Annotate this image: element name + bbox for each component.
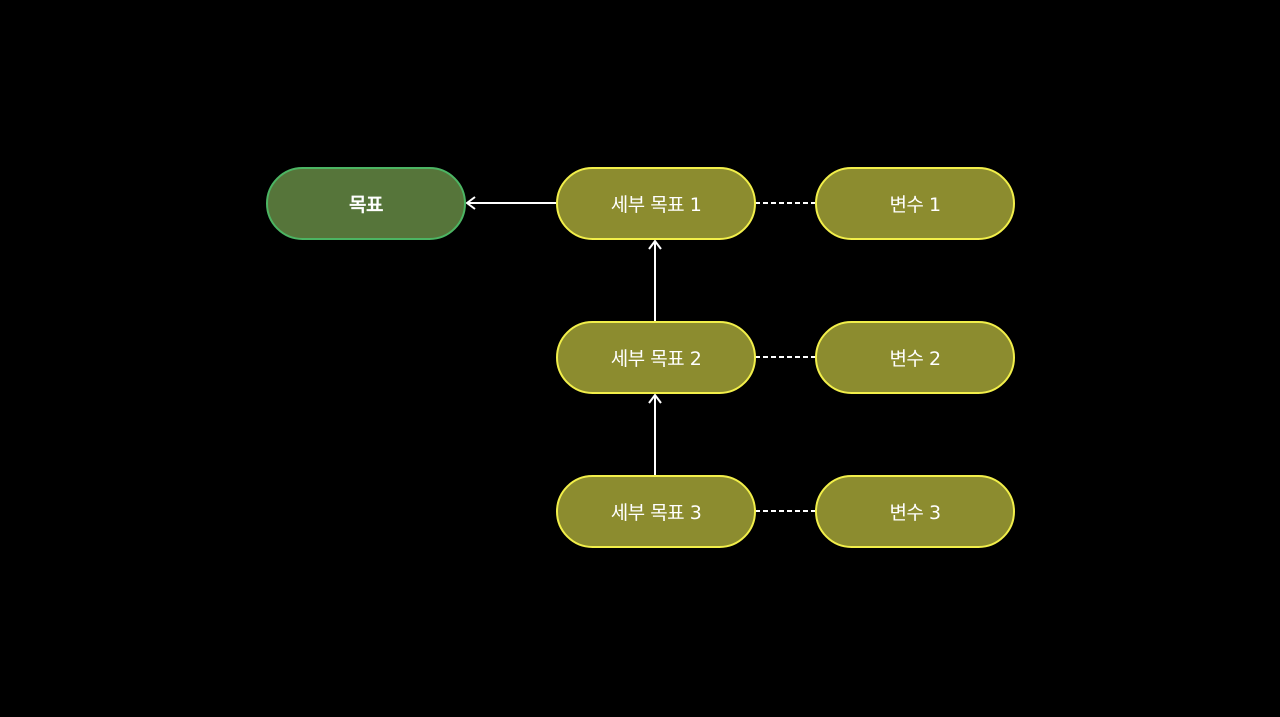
- subgoal-node-3: 세부 목표 3: [556, 475, 756, 548]
- variable-node-2: 변수 2: [815, 321, 1015, 394]
- subgoal-node-1: 세부 목표 1: [556, 167, 756, 240]
- arrow-subgoal1-to-goal: [465, 196, 557, 210]
- subgoal-label: 세부 목표 3: [610, 502, 702, 524]
- arrow-subgoal2-to-subgoal1: [648, 239, 662, 322]
- subgoal-label: 세부 목표 2: [610, 348, 702, 370]
- subgoal-label: 세부 목표 1: [610, 194, 702, 216]
- variable-node-1: 변수 1: [815, 167, 1015, 240]
- variable-label: 변수 1: [889, 194, 941, 216]
- variable-node-3: 변수 3: [815, 475, 1015, 548]
- goal-label: 목표: [349, 194, 383, 216]
- subgoal-node-2: 세부 목표 2: [556, 321, 756, 394]
- variable-label: 변수 2: [889, 348, 941, 370]
- arrow-subgoal3-to-subgoal2: [648, 393, 662, 476]
- variable-label: 변수 3: [889, 502, 941, 524]
- goal-node: 목표: [266, 167, 466, 240]
